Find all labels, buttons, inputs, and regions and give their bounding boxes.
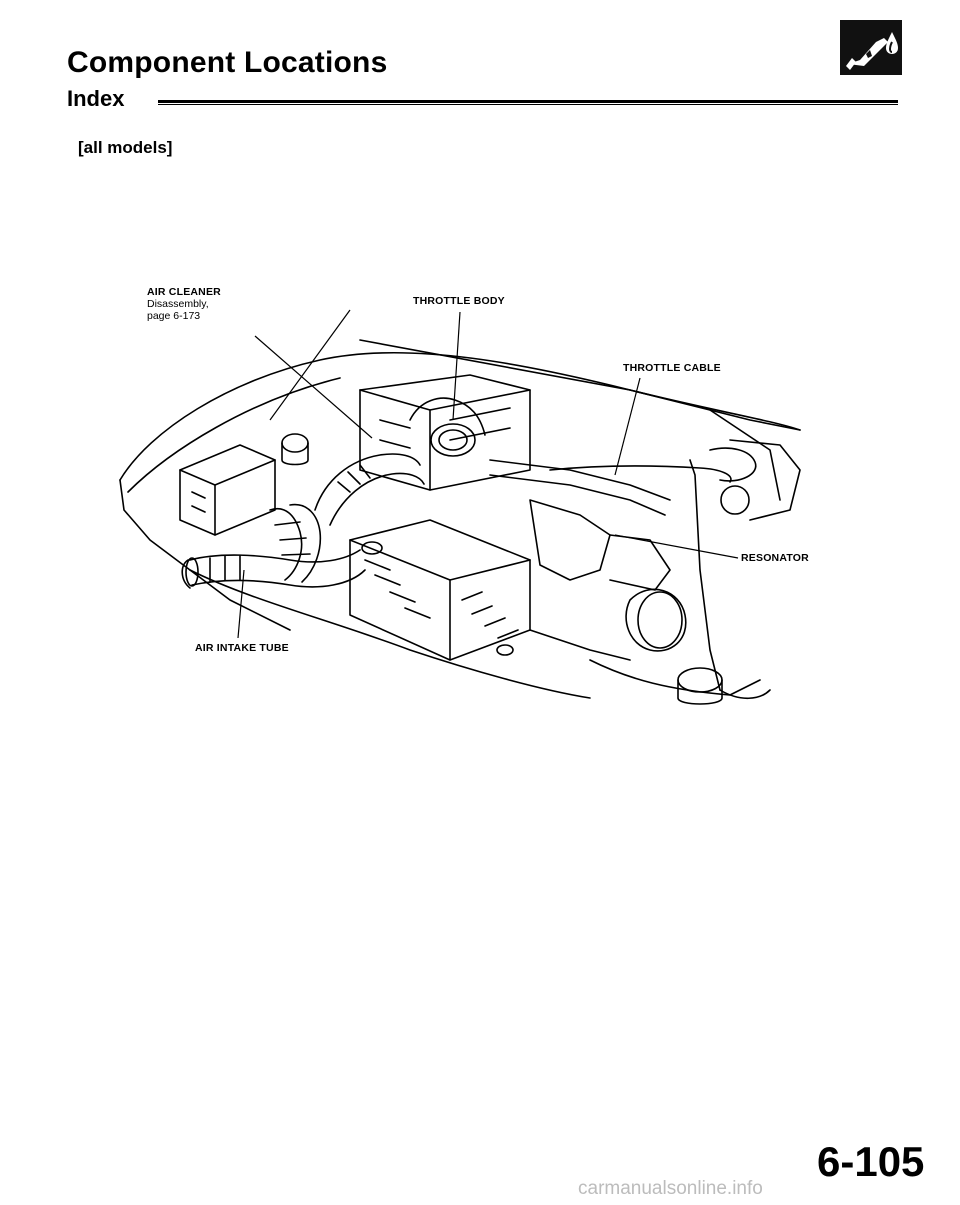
watermark: carmanualsonline.info <box>578 1178 763 1199</box>
page-title: Component Locations <box>67 46 388 79</box>
page-number: 6-105 <box>817 1138 925 1185</box>
label-air-cleaner: AIR CLEANER <box>147 286 221 298</box>
section-note: [all models] <box>78 138 173 157</box>
label-air-cleaner-ref-1: Disassembly, <box>147 298 209 310</box>
label-air-intake-tube: AIR INTAKE TUBE <box>195 642 289 654</box>
label-air-cleaner-ref-2: page 6-173 <box>147 310 201 322</box>
header-rule-thin <box>158 104 898 105</box>
label-resonator: RESONATOR <box>741 552 809 564</box>
label-throttle-cable: THROTTLE CABLE <box>623 362 721 374</box>
page-subtitle: Index <box>67 86 125 111</box>
header-rule <box>158 100 898 103</box>
engine-bay-diagram <box>119 309 801 705</box>
fuel-nozzle-icon <box>840 20 902 75</box>
label-throttle-body: THROTTLE BODY <box>413 295 505 307</box>
